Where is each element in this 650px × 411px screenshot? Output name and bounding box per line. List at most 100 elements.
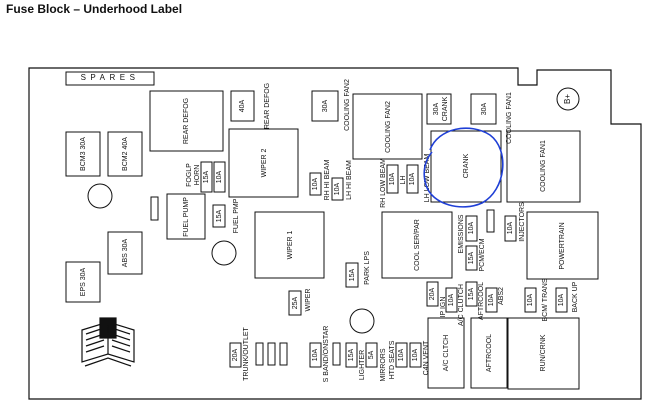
back-up-fuse: [555, 287, 568, 313]
bcm3-fuse: [65, 131, 101, 177]
trunk-outlet-fuse: [229, 342, 242, 368]
pcm-ecm-label: PCM/ECM: [479, 238, 486, 271]
fuel-pump-relay: [166, 193, 206, 240]
bcm-trans-label: BCM/ TRANS: [542, 278, 549, 321]
cooling-fan1-fuse-label: COOLING FAN1: [506, 92, 513, 144]
injectors-fuse: [504, 215, 517, 242]
wiper2-relay: [228, 128, 299, 198]
fog-fuse: [200, 161, 213, 193]
lh-hi-beam-label: LH HI BEAM: [346, 160, 353, 200]
fuel-pmp-rating: 15A: [216, 209, 223, 222]
emissions-label: EMISSIONS: [458, 214, 465, 253]
ac-clth-relay: [427, 317, 465, 389]
spare-slot-2: [267, 342, 276, 366]
ac-clutch-rating: 10A: [448, 293, 455, 306]
rh-low-beam-fuse: [386, 164, 399, 194]
crank-fuse: [426, 93, 452, 125]
lh-low-beam-label: LH LOW BEAM: [424, 154, 431, 203]
cooling-fan1-fuse: [470, 93, 497, 125]
injectors-rating: 10A: [507, 221, 514, 234]
run-crnk-relay: [507, 317, 580, 390]
eps-label: EPS 30A: [80, 267, 87, 296]
spare-slot-3: [279, 342, 288, 366]
rh-low-beam-rating: 10A: [389, 172, 396, 185]
aftrcool-fuse: [465, 281, 478, 307]
back-up-rating: 10A: [558, 293, 565, 306]
htd-seats-fuse: [395, 342, 408, 368]
wiper-fuse: [288, 290, 302, 316]
wiper-rating: 25A: [292, 296, 299, 309]
spares-label: SPARES: [81, 73, 140, 82]
bcm-trans-rating: 10A: [527, 293, 534, 306]
wiper-label: WIPER: [305, 289, 312, 312]
stud-terminal-mid: [211, 240, 237, 266]
htd-seats-rating: 10A: [398, 348, 405, 361]
wiper2-label: WIPER 2: [261, 149, 268, 178]
crank-fuse-rating: 30A: [433, 102, 440, 115]
emissions-rating: 10A: [468, 221, 475, 234]
fuel-pmp-label: FUEL PMP: [233, 198, 240, 233]
powertrain-relay: [526, 211, 599, 280]
horn-fuse: [213, 161, 226, 193]
c4n-vent-label: C4N VENT: [423, 340, 430, 375]
cool-ser-par-relay: [381, 211, 453, 279]
cool-ser-par-label: COOL SER/PAR: [414, 219, 421, 271]
rear-defog-relay: [149, 90, 224, 152]
mirrors-rating: 5A: [368, 350, 375, 359]
park-lps-rating: 15A: [349, 268, 356, 281]
aftrcool-label: AFTRCOOL: [478, 282, 485, 320]
lh-hi-beam-fuse: [331, 177, 344, 201]
abs2-label: ABS2: [498, 287, 505, 305]
rear-defog-fuse: [230, 90, 255, 122]
rh-hi-beam-fuse: [309, 172, 322, 196]
run-crnk-relay-label: RUN/CRNK: [540, 334, 547, 371]
park-lps-label: PARK LPS: [364, 251, 371, 285]
rear-defog-fuse-rating: 40A: [239, 99, 246, 112]
spare-slot-1: [255, 342, 264, 366]
fuse-block-outline: [28, 67, 642, 400]
horn-fuse-rating: 10A: [216, 170, 223, 183]
foglp-label: FOGLP: [186, 163, 193, 187]
emissions-fuse: [465, 215, 478, 242]
c4n-vent-rating: 10A: [412, 348, 419, 361]
htd-seats-label: HTD SEATS: [389, 340, 396, 379]
c4n-vent-fuse: [409, 342, 422, 368]
cooling-fan2-relay: [352, 93, 423, 160]
eps-fuse: [65, 261, 101, 303]
mirrors-fuse: [365, 342, 378, 368]
crank-highlight-circle: [423, 127, 504, 208]
cooling-fan2-relay-label: COOLING FAN2: [385, 101, 392, 153]
horn-label: HORN: [194, 165, 201, 186]
ac-clutch-fuse: [445, 287, 458, 313]
back-up-label: BACK UP: [572, 281, 579, 312]
wiper1-relay: [254, 211, 325, 279]
mirrors-label: MIRRORS: [380, 348, 387, 381]
cooling-fan2-fuse-rating: 30A: [322, 99, 329, 112]
abs-fuse: [107, 231, 143, 275]
lighter-rating: 15A: [348, 348, 355, 361]
abs-label: ABS 30A: [122, 238, 129, 267]
lh-hi-beam-rating: 10A: [334, 182, 341, 195]
cooling-fan2-fuse: [311, 90, 339, 122]
pcm-ecm-fuse: [465, 245, 478, 271]
fog-fuse-rating: 15A: [203, 170, 210, 183]
bcm2-label: BCM2 40A: [122, 137, 129, 171]
injectors-label: INJECTORS: [519, 202, 526, 242]
svg-text:i: i: [106, 324, 109, 336]
s-band-fuse: [309, 342, 322, 368]
lh-label-fragment: LH: [400, 176, 407, 185]
crank-fuse-label: CRANK: [442, 96, 449, 121]
abs2-fuse: [485, 287, 498, 313]
rear-defog-relay-label: REAR DEFOG: [183, 98, 190, 144]
lh-low-beam-rating: 10A: [409, 172, 416, 185]
cooling-fan1-relay: [506, 130, 581, 203]
crank-relay: [430, 130, 502, 203]
aftrcool-rating: 15A: [468, 287, 475, 300]
spare-slot-4: [332, 342, 341, 366]
bcm-trans-fuse: [524, 287, 537, 313]
lh-low-beam-fuse: [406, 164, 419, 194]
slot-right: [486, 209, 495, 233]
cooling-fan2-fuse-label: COOLING FAN2: [344, 79, 351, 131]
b-plus-label: B+: [563, 94, 572, 104]
